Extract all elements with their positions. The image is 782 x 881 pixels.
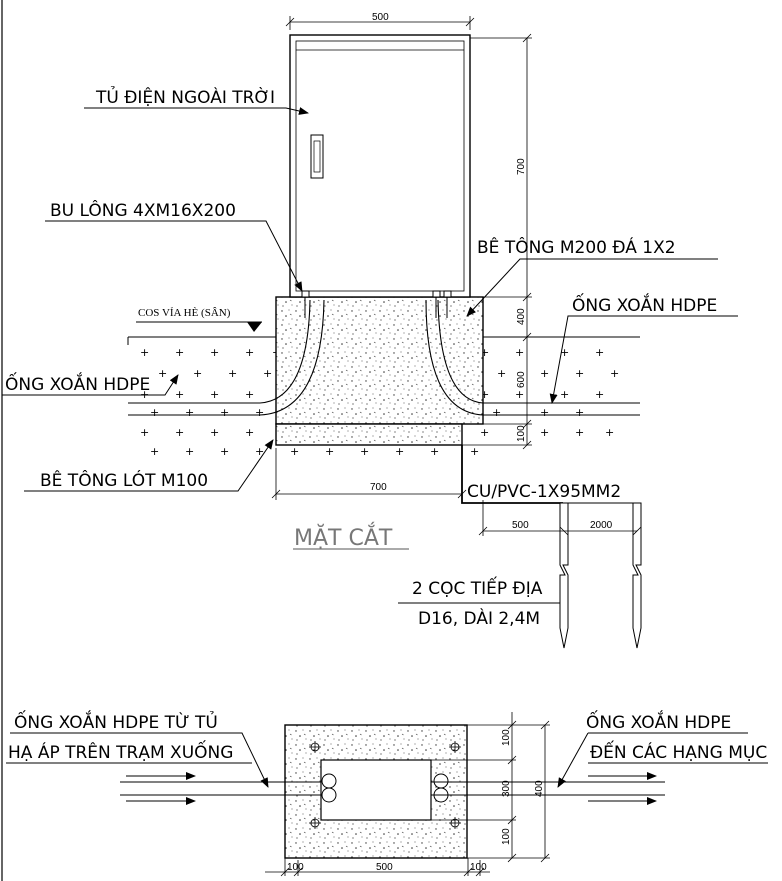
svg-text:+: + [540,406,549,419]
plan-view [120,724,665,859]
dim-rod-offset: 500 [512,520,529,531]
svg-text:+: + [540,367,549,380]
soil-hatch: + + + + + + + + + + + + + + + + + + + + + + + + + + + + + + + + +… [140,346,619,458]
svg-text:+: + [193,367,202,380]
svg-text:+: + [185,445,194,458]
svg-text:+: + [480,426,489,439]
plan-dim-right: 100 [470,862,487,873]
section-title: MẶT CẮT [294,522,393,551]
svg-text:+: + [605,426,614,439]
svg-text:+: + [360,445,369,458]
svg-text:+: + [595,346,604,359]
svg-text:+: + [325,445,334,458]
svg-text:+: + [497,367,506,380]
svg-text:+: + [595,388,604,401]
plan-dim-top: 100 [501,729,512,746]
svg-text:+: + [610,367,619,380]
plan-dim-total: 400 [534,780,545,797]
svg-text:+: + [210,346,219,359]
svg-text:+: + [228,367,237,380]
grounding-rods [559,502,642,649]
label-pipe-right: ỐNG XOẮN HDPE [572,292,717,316]
svg-text:+: + [175,346,184,359]
label-cable: CU/PVC-1X95MM2 [467,482,621,502]
dim-cabinet-height: 700 [516,158,527,175]
concrete-foundation [275,296,484,425]
plan-label-left1: ỐNG XOẮN HDPE TỪ TỦ [14,709,218,733]
svg-text:+: + [220,406,229,419]
dim-base-height: 400 [516,308,527,325]
label-concrete: BÊ TÔNG M200 ĐÁ 1X2 [477,236,676,258]
svg-text:+: + [575,426,584,439]
svg-text:+: + [575,367,584,380]
plan-dim-left: 100 [287,862,304,873]
svg-text:+: + [515,388,524,401]
svg-text:+: + [395,445,404,458]
svg-text:+: + [140,426,149,439]
svg-text:+: + [245,346,254,359]
label-ground-line2: D16, DÀI 2,4M [418,607,540,629]
svg-text:+: + [245,426,254,439]
plan-dim-width: 500 [376,862,393,873]
svg-text:+: + [290,445,299,458]
svg-text:+: + [255,406,264,419]
dim-right-chain [462,33,532,450]
level-triangle [247,322,262,332]
dim-top-width-label: 500 [372,12,389,23]
svg-text:+: + [430,445,439,458]
anchor-bolts [301,290,452,318]
svg-text:+: + [185,406,194,419]
svg-text:+: + [575,406,584,419]
svg-text:+: + [245,388,254,401]
svg-text:+: + [210,426,219,439]
svg-text:+: + [150,445,159,458]
plan-label-left2: HẠ ÁP TRÊN TRẠM XUỐNG [8,739,233,763]
svg-text:+: + [515,346,524,359]
plan-dim-bottom [265,858,490,877]
ground-cable [461,445,563,504]
lean-concrete [275,423,463,446]
label-cabinet: TỦ ĐIỆN NGOÀI TRỜI [95,85,275,108]
svg-text:+: + [158,367,167,380]
svg-text:+: + [480,346,489,359]
label-bolt: BU LÔNG 4XM16X200 [50,199,236,221]
svg-text:+: + [210,388,219,401]
conduit-pipes [128,299,640,416]
svg-text:+: + [470,445,479,458]
plan-dim-bottom-margin: 100 [501,828,512,845]
label-level: COS VỈA HÈ (SÂN) [138,307,231,319]
svg-text:+: + [560,388,569,401]
plan-dim-right-chain [431,712,550,863]
plan-dim-inner: 300 [501,780,512,797]
svg-text:+: + [540,426,549,439]
dim-rods [478,500,642,536]
svg-text:+: + [150,406,159,419]
leaders [2,107,738,604]
svg-text:+: + [263,367,272,380]
plan-label-right2: ĐẾN CÁC HẠNG MỤC [590,739,767,763]
plan-label-right1: ỐNG XOẮN HDPE [586,709,731,733]
dim-lean-height: 100 [516,425,527,442]
dim-top-width [285,16,475,30]
svg-text:+: + [175,426,184,439]
svg-text:+: + [480,388,489,401]
dim-base-width-label: 700 [370,482,387,493]
label-ground-line1: 2 CỌC TIẾP ĐỊA [412,575,543,599]
svg-text:+: + [175,388,184,401]
svg-text:+: + [220,445,229,458]
dim-rod-spacing: 2000 [590,520,613,531]
dim-depth: 600 [516,371,527,388]
svg-text:+: + [140,346,149,359]
svg-text:+: + [560,346,569,359]
label-pipe-left: ỐNG XOẮN HDPE [5,371,150,395]
plan-leaders [6,732,768,788]
svg-text:+: + [492,406,501,419]
cabinet [289,34,471,298]
label-lean-concrete: BÊ TÔNG LÓT M100 [40,469,208,491]
svg-text:+: + [255,445,264,458]
